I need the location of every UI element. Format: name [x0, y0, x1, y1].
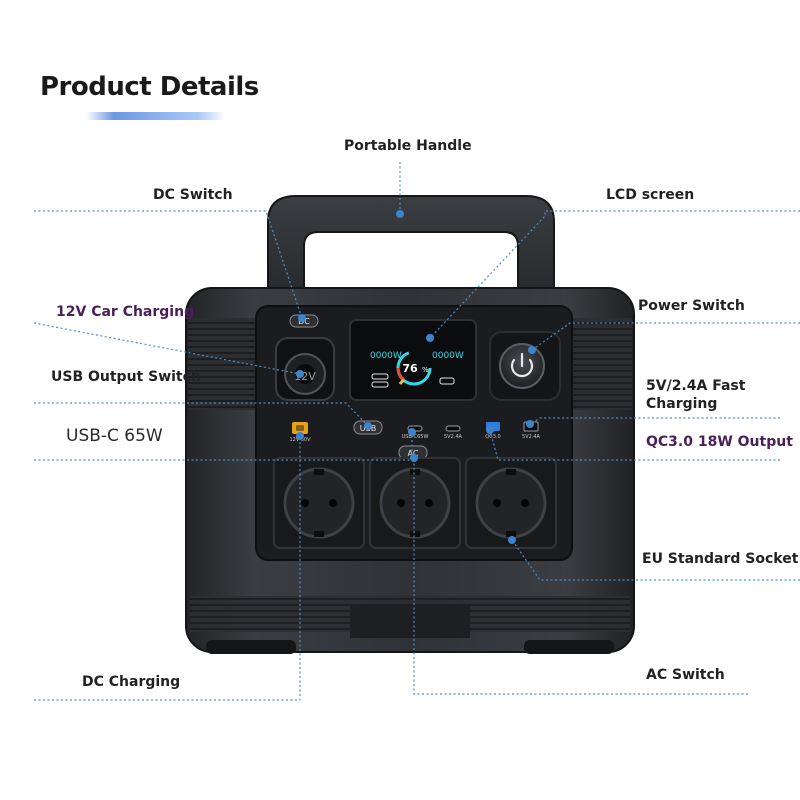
lcd-output-readout: 0000W — [432, 351, 464, 361]
leader-dots — [296, 210, 536, 544]
dc-input-port[interactable]: 12V-30V — [289, 422, 311, 443]
usb-a-port-1-label: 5V2.4A — [444, 434, 463, 440]
usb-a-port-1[interactable]: 5V2.4A — [444, 425, 463, 440]
label-ac-switch: AC Switch — [646, 667, 725, 683]
eu-socket-3[interactable] — [465, 457, 557, 549]
dc-button-label: DC — [298, 317, 310, 326]
lcd-percent-unit: % — [422, 366, 429, 374]
label-fast-charging-line2: Charging — [646, 396, 718, 412]
lcd-battery-percent: 76 — [402, 362, 418, 375]
label-power-switch: Power Switch — [638, 298, 745, 314]
label-lcd-screen: LCD screen — [606, 187, 695, 203]
title-underline — [86, 112, 226, 120]
label-fast-charging-line1: 5V/2.4A Fast — [646, 378, 746, 394]
ac-button-label: AC — [408, 449, 419, 458]
car-charging-port[interactable]: 12V — [275, 337, 335, 401]
page-title: Product Details — [40, 72, 259, 102]
label-portable-handle: Portable Handle — [344, 138, 472, 154]
label-qc30: QC3.0 18W Output — [646, 434, 793, 450]
label-dc-charging: DC Charging — [82, 674, 181, 690]
label-dc-switch: DC Switch — [153, 187, 233, 203]
dc-input-label: 12V-30V — [289, 437, 311, 443]
power-switch-button[interactable] — [489, 331, 561, 401]
leader-lines — [33, 162, 800, 701]
qc-port-label: QC3.0 — [485, 434, 500, 440]
eu-socket-2[interactable] — [369, 457, 461, 549]
portable-handle — [267, 195, 555, 301]
eu-socket-1[interactable] — [273, 457, 365, 549]
lcd-input-readout: 0000W — [370, 351, 402, 361]
usbc-port-label: USB-C65W — [402, 434, 429, 440]
label-eu-socket: EU Standard Socket — [642, 551, 799, 567]
power-icon — [510, 358, 534, 378]
lcd-screen: 0000W 0000W 76 % — [349, 319, 477, 401]
usb-a-port-2-label: 5V2.4A — [522, 434, 541, 440]
label-usbc: USB-C 65W — [66, 426, 163, 446]
label-usb-output-switch: USB Output Switch — [51, 369, 201, 385]
label-car-charging: 12V Car Charging — [56, 304, 195, 320]
